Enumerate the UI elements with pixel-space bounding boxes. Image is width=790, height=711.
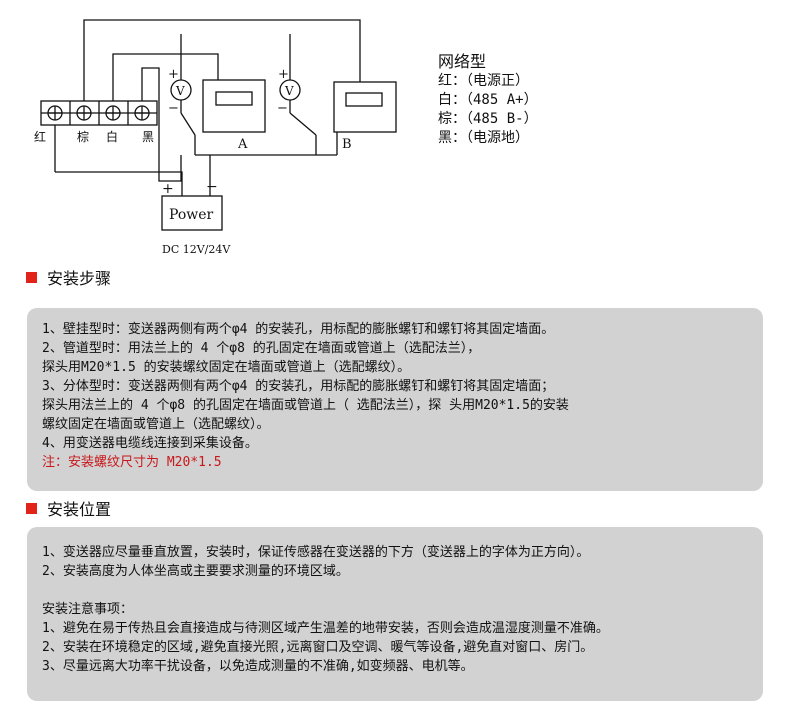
step-line: 螺纹固定在墙面或管道上（选配螺纹）。 (42, 417, 270, 432)
terminal-screw-icon (47, 105, 63, 121)
meter-a (202, 79, 266, 133)
step-line: 3、分体型时：变送器两侧有两个φ4 的安装孔，用标配的膨胀螺钉和螺钉将其固定墙面… (42, 379, 555, 394)
notice-title: 安装注意事项： (42, 602, 134, 617)
power-box (161, 195, 223, 231)
section-title: 安装步骤 (47, 269, 112, 288)
section-marker-icon (26, 271, 37, 283)
section-header-install-steps: 安装步骤 (26, 266, 111, 288)
install-location-panel: 1、变送器应尽量垂直放置，安装时，保证传感器在变送器的下方（变送器上的字体为正方… (27, 527, 763, 701)
terminal-label-white: 白 (106, 129, 118, 144)
terminal-label-brown: 棕 (77, 129, 89, 144)
section-title: 安装位置 (47, 500, 112, 519)
wire-color-legend: 网络型 红：（电源正） 白：（485 A+） 棕：（485 B-） 黑：（电源地… (438, 52, 538, 148)
meter-b (333, 81, 397, 133)
voltmeter-minus: − (168, 101, 179, 116)
location-line: 1、变送器应尽量垂直放置，安装时，保证传感器在变送器的下方（变送器上的字体为正方… (42, 545, 590, 560)
step-line: 探头用法兰上的 4 个φ8 的孔固定在墙面或管道上（ 选配法兰），探 头用M20… (42, 398, 569, 413)
legend-item: 白：（485 A+） (438, 92, 538, 108)
notice-line: 3、尽量远离大功率干扰设备，以免造成测量的不准确,如变频器、电机等。 (42, 659, 474, 674)
step-line: 1、壁挂型时：变送器两侧有两个φ4 的安装孔，用标配的膨胀螺钉和螺钉将其固定墙面… (42, 322, 555, 337)
wiring-diagram: 红 棕 白 黑 V V + − + − A B + − Power DC 12V… (34, 19, 397, 256)
install-steps-panel: 1、壁挂型时：变送器两侧有两个φ4 的安装孔，用标配的膨胀螺钉和螺钉将其固定墙面… (27, 308, 763, 491)
terminal-screw-icon (76, 105, 92, 121)
meter-b-label: B (342, 137, 352, 152)
step-line: 2、管道型时：用法兰上的 4 个φ8 的孔固定在墙面或管道上（选配法兰）， (42, 341, 481, 356)
power-minus: − (206, 179, 218, 195)
location-line: 2、安装高度为人体坐高或主要要求测量的环境区域。 (42, 564, 349, 579)
voltmeter-symbol: V (175, 84, 185, 98)
voltmeter-plus: + (168, 67, 179, 82)
step-line: 4、用变送器电缆线连接到采集设备。 (42, 436, 258, 451)
legend-item: 棕：（485 B-） (438, 111, 538, 127)
thread-size-note: 注：安装螺纹尺寸为 M20*1.5 (42, 455, 222, 470)
power-plus: + (162, 181, 174, 197)
meter-a-label: A (237, 137, 248, 152)
terminal-screw-icon (105, 105, 121, 121)
section-header-install-location: 安装位置 (26, 497, 111, 519)
terminal-screw-icon (134, 105, 150, 121)
voltmeter-symbol: V (284, 84, 294, 98)
legend-item: 黑：（电源地） (438, 130, 529, 146)
notice-line: 1、避免在易于传热且会直接造成与待测区域产生温差的地带安装，否则会造成温湿度测量… (42, 621, 609, 636)
legend-item: 红：（电源正） (438, 73, 529, 89)
power-label: Power (169, 207, 214, 223)
notice-line: 2、安装在环境稳定的区域,避免直接光照,远离窗口及空调、暖气等设备,避免直对窗口… (42, 640, 594, 655)
step-line: 探头用M20*1.5 的安装螺纹固定在墙面或管道上（选配螺纹）。 (42, 360, 411, 375)
terminal-label-black: 黑 (142, 130, 154, 144)
legend-title: 网络型 (438, 52, 487, 71)
section-marker-icon (26, 502, 37, 514)
terminal-label-red: 红 (34, 129, 46, 144)
voltmeter-minus: − (277, 101, 288, 116)
voltmeter-plus: + (278, 67, 289, 82)
dc-voltage-label: DC 12V/24V (162, 243, 231, 256)
